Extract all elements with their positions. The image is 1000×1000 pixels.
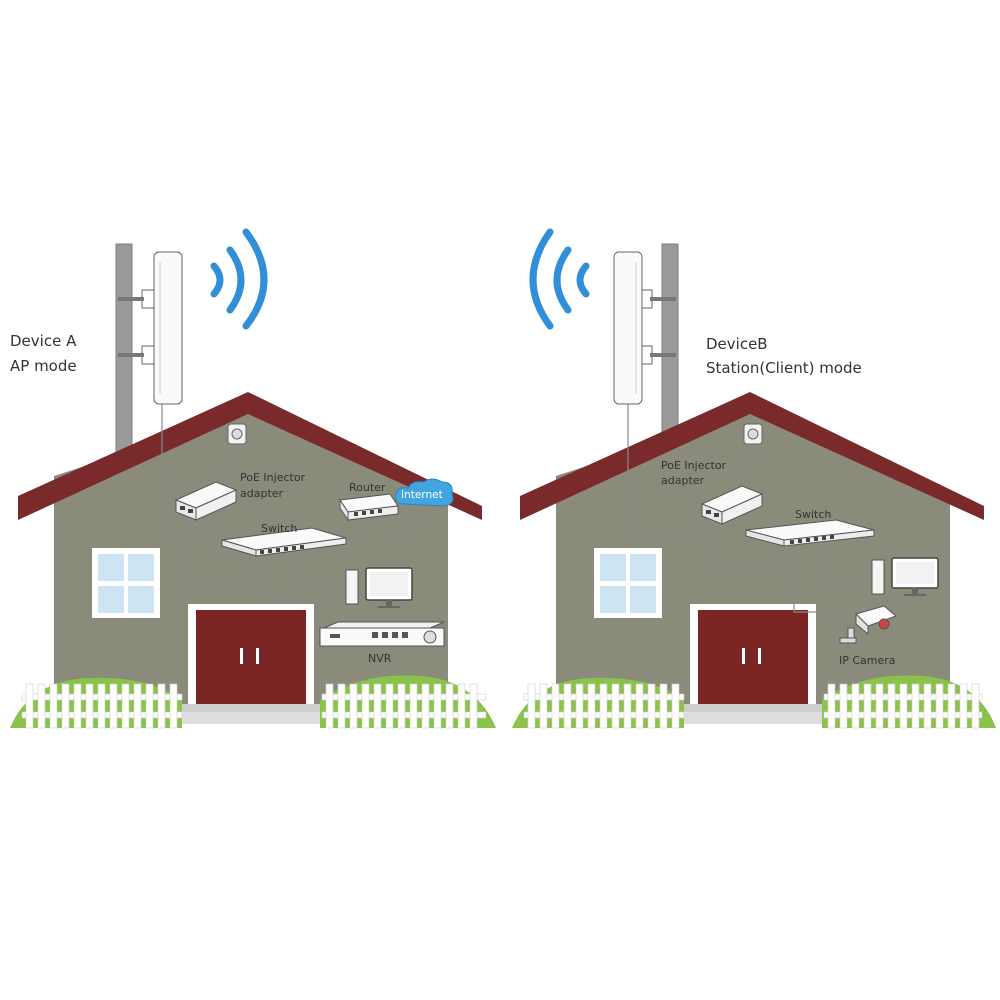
cables-b xyxy=(627,404,871,613)
roof-b xyxy=(520,392,984,520)
switch-a xyxy=(221,527,347,557)
wifi-signal-a-icon xyxy=(210,228,268,330)
device-a-name: Device A xyxy=(10,332,77,350)
poe-injector-b-label-1: PoE Injector xyxy=(661,459,727,472)
house-a xyxy=(10,228,496,729)
step-b xyxy=(680,704,826,714)
poe-injector-a-label-2: adapter xyxy=(240,487,284,500)
ip-camera-icon xyxy=(839,605,897,644)
router-label: Router xyxy=(349,481,386,494)
fence-left-a xyxy=(21,683,183,729)
nvr-label: NVR xyxy=(368,652,392,665)
device-a-mode: AP mode xyxy=(10,357,77,375)
step-a xyxy=(178,704,324,714)
antenna-device-b xyxy=(613,251,676,405)
door-b xyxy=(690,604,816,708)
window-a xyxy=(92,548,160,618)
switch-a-label: Switch xyxy=(261,522,298,535)
wall-outlet-b-icon xyxy=(743,423,763,445)
nvr-device xyxy=(319,621,445,647)
house-b xyxy=(512,228,996,729)
device-b-name: DeviceB xyxy=(706,335,768,353)
cables-a xyxy=(161,404,421,624)
device-b-mode: Station(Client) mode xyxy=(706,359,862,377)
poe-injector-b xyxy=(700,485,764,525)
wifi-signal-b-icon xyxy=(529,228,590,330)
roof-a xyxy=(18,392,482,520)
window-b xyxy=(594,548,662,618)
poe-injector-a xyxy=(174,481,238,521)
switch-b-label: Switch xyxy=(795,508,832,521)
fence-left-b xyxy=(523,683,685,729)
poe-injector-a-label-1: PoE Injector xyxy=(240,471,306,484)
internet-label: Internet xyxy=(401,489,443,501)
fence-right-b xyxy=(823,683,983,729)
wall-outlet-a-icon xyxy=(227,423,247,445)
door-a xyxy=(188,604,314,708)
computer-b-icon xyxy=(871,557,939,596)
ip-camera-label: IP Camera xyxy=(839,654,896,667)
poe-injector-b-label-2: adapter xyxy=(661,474,705,487)
router-a xyxy=(339,493,399,522)
internet-cloud-icon xyxy=(395,478,454,507)
fence-right-a xyxy=(321,683,487,729)
antenna-device-a xyxy=(118,251,183,405)
switch-b xyxy=(745,519,875,547)
computer-a-icon xyxy=(345,567,413,608)
